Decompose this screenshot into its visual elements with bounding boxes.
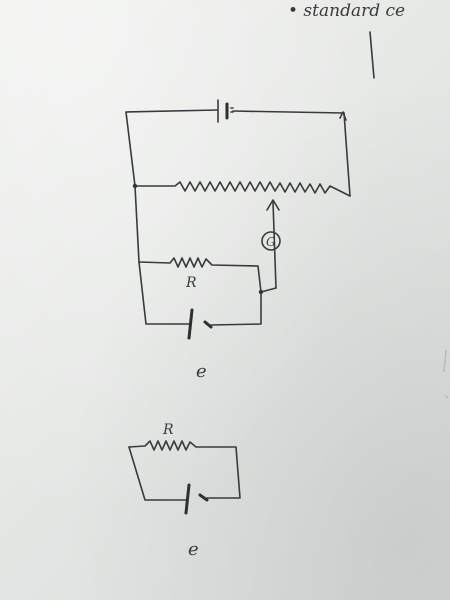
galvanometer-symbol xyxy=(261,231,281,251)
small-cell-e-label: e xyxy=(188,539,199,560)
galvanometer-link xyxy=(260,287,277,293)
resistor-r-branch xyxy=(138,257,262,293)
potentiometer-wire xyxy=(134,181,351,197)
small-cell-long-plate xyxy=(184,483,191,515)
standard-cell-note: • standard ce xyxy=(288,1,405,21)
simple-circuit: R e xyxy=(128,422,241,560)
small-resistor-r-label: R xyxy=(162,422,174,438)
top-wire-right xyxy=(232,110,345,114)
cell-e-long-plate xyxy=(187,308,194,340)
potentiometer-circuit: G R e xyxy=(125,99,351,382)
cell-e-wire-left xyxy=(138,261,190,325)
small-cell-short-plate xyxy=(198,493,209,502)
jockey-arrow xyxy=(266,199,280,211)
cell-e-wire-right xyxy=(210,291,262,326)
edge-mark xyxy=(443,349,447,373)
galvanometer-label: G xyxy=(266,235,276,249)
note-pointer-line xyxy=(369,31,375,79)
right-wire xyxy=(343,112,351,197)
cell-mark xyxy=(230,107,234,113)
jockey-wire xyxy=(272,201,277,289)
left-wire-lower xyxy=(134,185,140,263)
right-corner-mark xyxy=(339,111,347,121)
small-resistor-r-wire xyxy=(128,440,241,499)
edge-mark xyxy=(444,394,449,399)
small-left-wire xyxy=(128,446,187,501)
resistor-r-label: R xyxy=(185,275,197,291)
cell-e-short-plate xyxy=(203,320,213,329)
top-wire-left xyxy=(125,109,219,113)
cell-e-label: e xyxy=(196,361,207,382)
left-wire-upper xyxy=(125,111,136,187)
